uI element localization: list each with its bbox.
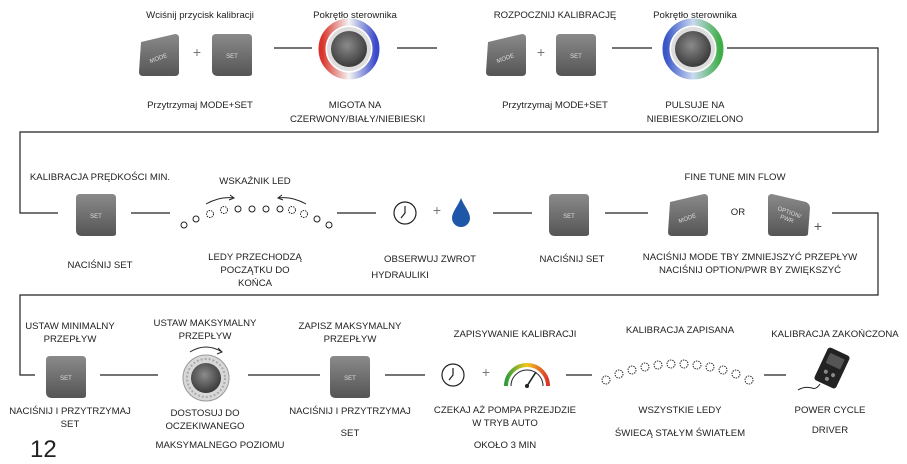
- plus-sign: +: [536, 44, 546, 60]
- mode-button[interactable]: MODE: [135, 30, 183, 78]
- row3-step3-caption-2: SET: [340, 428, 360, 439]
- set-button[interactable]: SET: [552, 30, 600, 78]
- clock-icon: [441, 363, 465, 387]
- set-button-label: SET: [226, 54, 238, 60]
- flow-connectors: [19, 47, 879, 376]
- row2-step5-caption-1: NACIŚNIJ MODE TBY ZMNIEJSZYĆ PRZEPŁYW: [642, 252, 858, 263]
- row3-step1-caption-1: NACIŚNIJ I PRZYTRZYMAJ: [9, 406, 131, 417]
- row3-step3-caption-1: NACIŚNIJ I PRZYTRZYMAJ: [289, 406, 411, 417]
- driver-device-icon: [797, 347, 850, 391]
- controller-knob-red-white-blue: [318, 18, 380, 80]
- row3-step5-caption-2: ŚWIECĄ STAŁYM ŚWIATŁEM: [614, 428, 746, 439]
- row3-step2-title-2: PRZEPŁYW: [178, 331, 232, 342]
- row1-step1-caption: Przytrzymaj MODE+SET: [147, 100, 253, 111]
- row2-step5-caption-2: NACIŚNIJ OPTION/PWR BY ZWIĘKSZYĆ: [658, 265, 842, 276]
- or-label: OR: [730, 207, 746, 218]
- controller-knob-blue-green: [662, 18, 724, 80]
- mode-button-label: MODE: [678, 213, 697, 225]
- row3-step2-title-1: USTAW MAKSYMALNY: [153, 318, 257, 329]
- row1-step2-caption-1: MIGOTA NA: [328, 100, 382, 111]
- row3-step4-caption-3: OKOŁO 3 MIN: [473, 440, 537, 451]
- row3-step6-title: KALIBRACJA ZAKOŃCZONA: [771, 329, 899, 340]
- row1-step4-caption-2: NIEBIESKO/ZIELONO: [646, 114, 744, 125]
- set-button[interactable]: SET: [42, 352, 90, 400]
- row2-step2-caption-1: LEDY PRZECHODZĄ: [208, 252, 302, 263]
- row2-step2-title: WSKAŹNIK LED: [219, 176, 291, 187]
- row2-step4-caption: NACIŚNIJ SET: [539, 254, 605, 265]
- row1-step4-caption-1: PULSUJE NA: [665, 100, 725, 111]
- led-indicator-all-on: [601, 359, 754, 385]
- row3-step4-title: ZAPISYWANIE KALIBRACJI: [453, 329, 577, 340]
- row2-step2-caption-2: POCZĄTKU DO: [220, 265, 290, 276]
- clock-icon: [393, 201, 417, 225]
- row3-step5-caption-1: WSZYSTKIE LEDY: [638, 405, 722, 416]
- row3-step6-caption-2: DRIVER: [811, 425, 849, 436]
- row3-step2-caption-3: MAKSYMALNEGO POZIOMU: [155, 440, 285, 451]
- row3-step1-title-2: PRZEPŁYW: [43, 334, 97, 345]
- set-button[interactable]: SET: [208, 30, 256, 78]
- mode-button-label: MODE: [496, 53, 515, 65]
- row3-step3-title-1: ZAPISZ MAKSYMALNY: [298, 321, 402, 332]
- plus-sign: +: [432, 202, 442, 218]
- row3-step3-title-2: PRZEPŁYW: [323, 334, 377, 345]
- gauge-icon: [504, 363, 550, 388]
- row1-step2-title: Pokrętło sterownika: [313, 10, 397, 21]
- led-indicator-chase: [180, 194, 333, 229]
- row3-step2-caption-1: DOSTOSUJ DO: [170, 408, 240, 419]
- row2-step3-caption-1: OBSERWUJ ZWROT: [383, 254, 477, 265]
- row3-step1-title-1: USTAW MINIMALNY: [25, 321, 115, 332]
- row1-step3-caption: Przytrzymaj MODE+SET: [502, 100, 608, 111]
- row3-step1-caption-2: SET: [60, 419, 80, 430]
- row2-step1-title: KALIBRACJA PRĘDKOŚCI MIN.: [29, 172, 171, 183]
- set-button-label: SET: [344, 376, 356, 382]
- row1-step3-title: ROZPOCZNIJ KALIBRACJĘ: [493, 10, 617, 21]
- row2-step3-caption-2: HYDRAULIKI: [371, 270, 429, 281]
- plus-sign: +: [192, 44, 202, 60]
- row3-step4-caption-1: CZEKAJ AŻ POMPA PRZEJDZIE: [433, 405, 577, 416]
- row3-step4-caption-2: W TRYB AUTO: [472, 418, 538, 429]
- set-button[interactable]: SET: [72, 190, 120, 238]
- set-button-label: SET: [563, 214, 575, 220]
- set-button[interactable]: SET: [326, 352, 374, 400]
- row2-step1-caption: NACIŚNIJ SET: [67, 260, 133, 271]
- set-button-label: SET: [60, 376, 72, 382]
- row3-step6-caption-1: POWER CYCLE: [794, 405, 866, 416]
- plus-sign: +: [813, 218, 823, 234]
- page-number: 12: [30, 436, 57, 463]
- row1-step1-title: Wciśnij przycisk kalibracji: [146, 10, 254, 21]
- row1-step2-caption-2: CZERWONY/BIAŁY/NIEBIESKI: [290, 114, 426, 125]
- plus-sign: +: [481, 364, 491, 380]
- set-button[interactable]: SET: [545, 190, 593, 238]
- row1-step4-title: Pokrętło sterownika: [653, 10, 737, 21]
- controller-knob-dial[interactable]: [176, 344, 236, 404]
- row3-step2-caption-2: OCZEKIWANEGO: [165, 421, 245, 432]
- set-button-label: SET: [90, 214, 102, 220]
- mode-button-label: MODE: [149, 53, 168, 65]
- option-pwr-button[interactable]: OPTION/ PWR: [764, 190, 814, 240]
- set-button-label: SET: [570, 54, 582, 60]
- mode-button[interactable]: MODE: [664, 190, 714, 240]
- row3-step5-title: KALIBRACJA ZAPISANA: [625, 325, 735, 336]
- option-button-label-2: PWR: [779, 215, 795, 226]
- water-drop-icon: [452, 198, 470, 227]
- row2-step2-caption-3: KOŃCA: [237, 278, 273, 289]
- mode-button[interactable]: MODE: [482, 30, 530, 78]
- row2-step5-title: FINE TUNE MIN FLOW: [684, 172, 786, 183]
